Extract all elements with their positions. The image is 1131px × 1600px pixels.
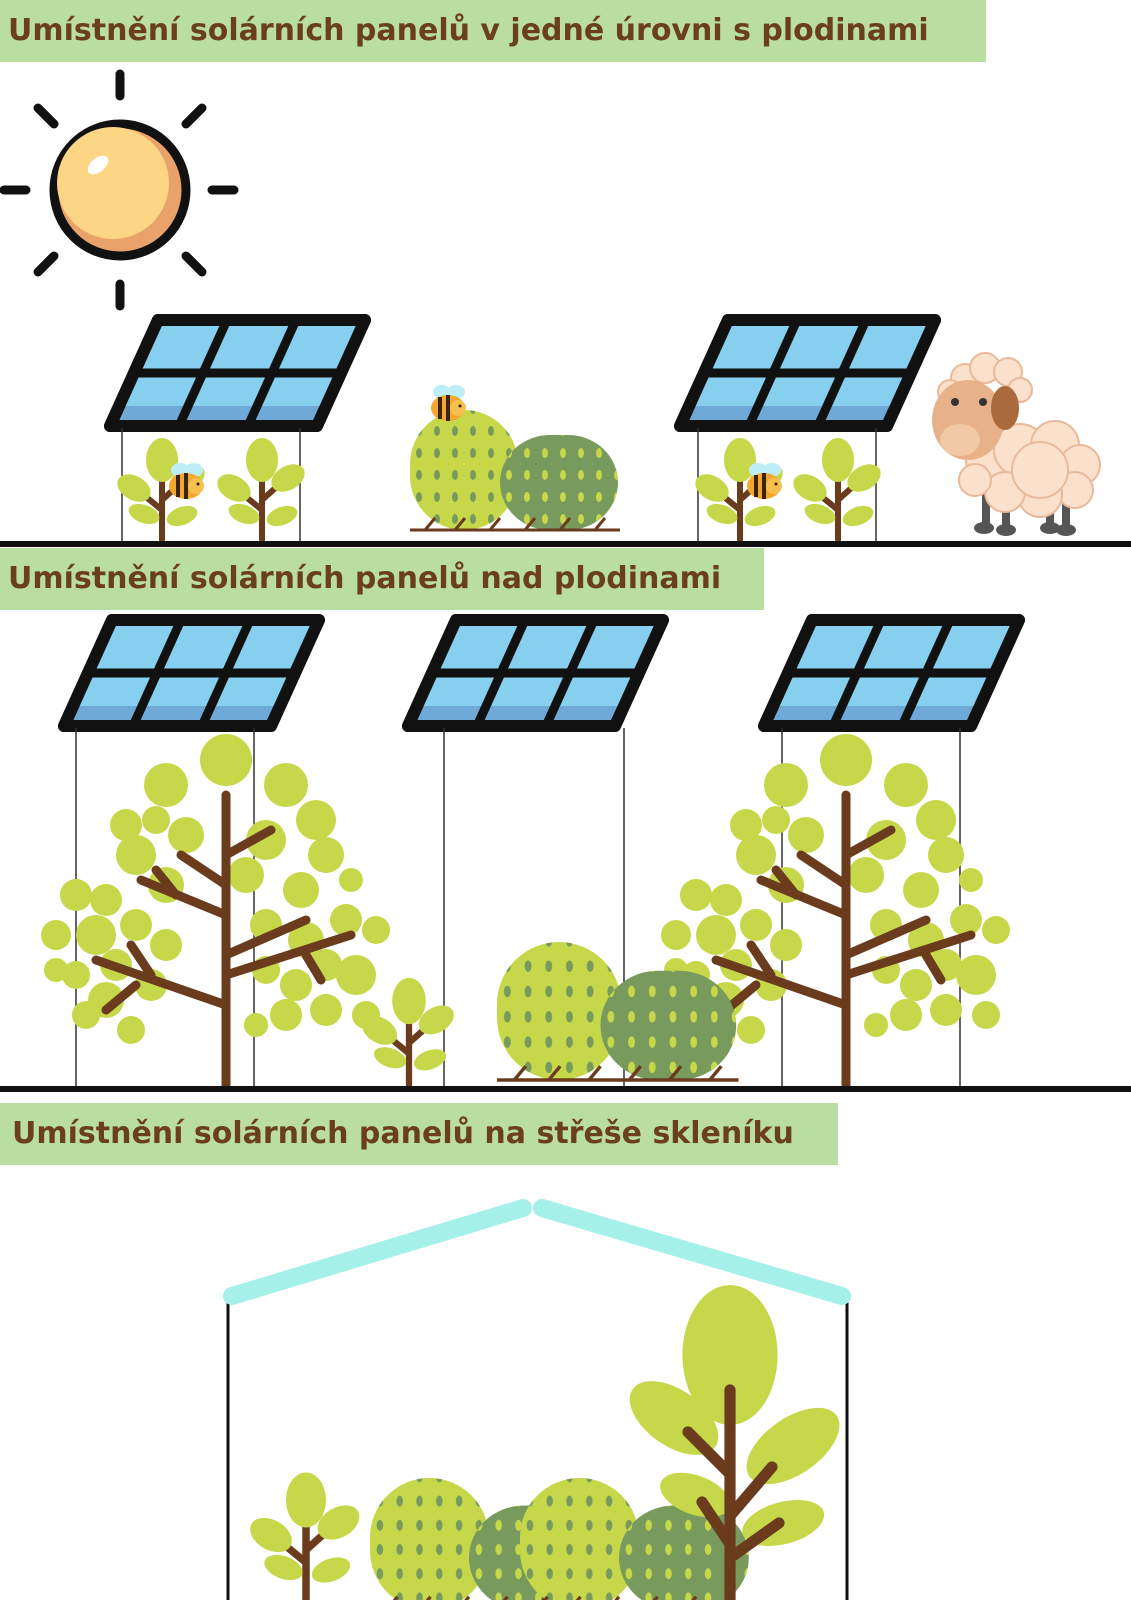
bee-icon [745,461,784,501]
section-title-text: Umístnění solárních panelů nad plodinami [8,561,722,596]
tree-icon [244,1473,365,1600]
solar-panel-icon [64,620,319,726]
section-title-greenhouse: Umístnění solárních panelů na střeše skl… [0,1103,838,1165]
section-title-same-level: Umístnění solárních panelů v jedné úrovn… [0,0,986,62]
solar-panel-icon [110,320,365,426]
section-title-text: Umístnění solárních panelů na střeše skl… [12,1116,794,1151]
tree-icon [212,438,309,540]
greenhouse-icon [223,1199,851,1600]
bee-icon [429,383,468,423]
solar-panel-icon [764,620,1019,726]
solar-panel-icon [680,320,935,426]
solar-panel-icon [408,620,663,726]
sheep-icon [932,352,1101,536]
tree-icon [41,734,390,1085]
shrub-icon [408,408,622,532]
section-title-above-crops: Umístnění solárních panelů nad plodinami [0,548,764,610]
tree-icon [788,438,885,540]
sun-icon [0,69,239,311]
bee-icon [167,461,206,501]
section-title-text: Umístnění solárních panelů v jedné úrovn… [8,13,929,48]
